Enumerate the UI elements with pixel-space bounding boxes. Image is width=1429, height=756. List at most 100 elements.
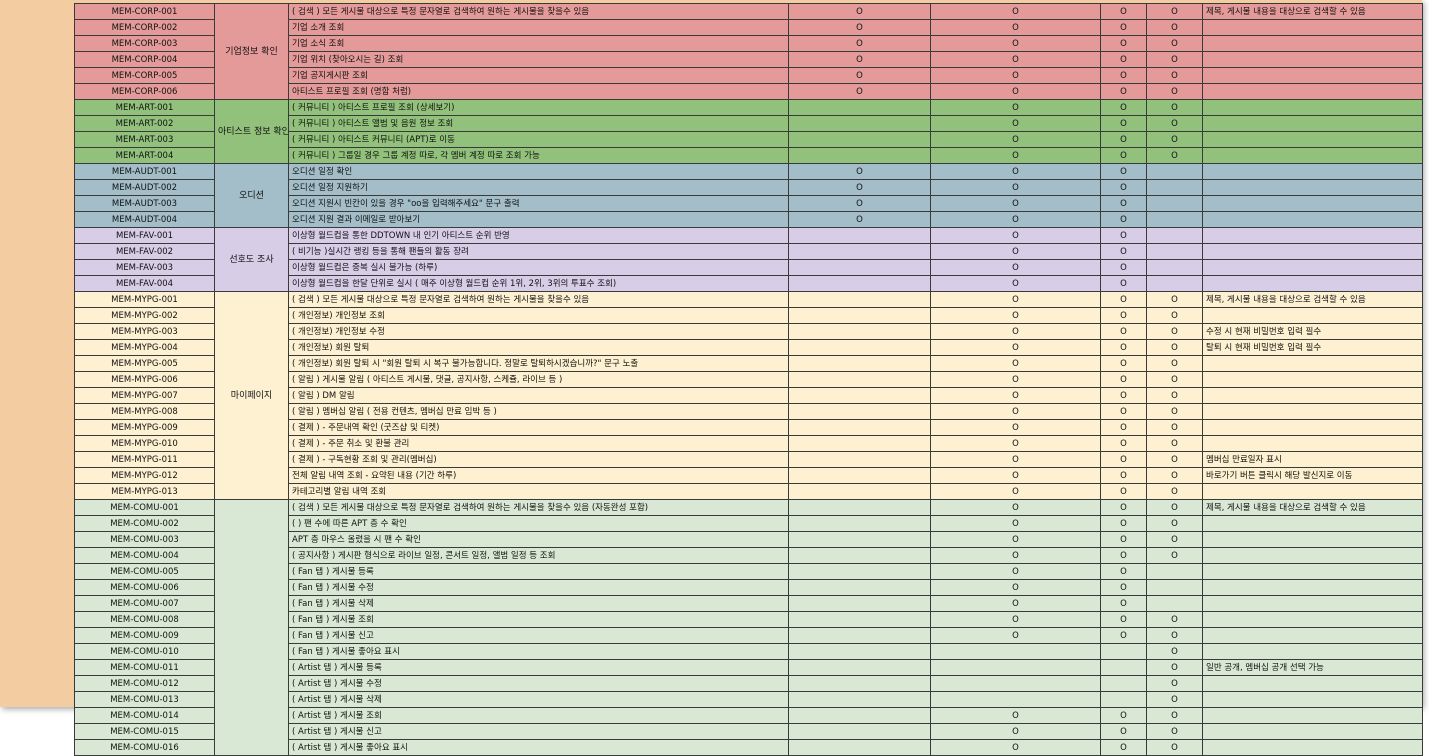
- check-cell-1[interactable]: [788, 499, 931, 516]
- description-cell[interactable]: ( 알림 ) 게시물 알림 ( 아티스트 게시물, 댓글, 공지사항, 스케쥴,…: [288, 371, 789, 388]
- description-cell[interactable]: 이상형 월드컵은 중복 실시 불가능 (하루): [288, 259, 789, 276]
- description-cell[interactable]: ( Artist 탭 ) 게시물 수정: [288, 675, 789, 692]
- requirement-id-cell[interactable]: MEM-COMU-003: [74, 531, 215, 548]
- requirement-id-cell[interactable]: MEM-COMU-016: [74, 739, 215, 756]
- check-cell-3[interactable]: O: [1100, 3, 1147, 20]
- check-cell-4[interactable]: O: [1146, 531, 1203, 548]
- check-cell-1[interactable]: [788, 355, 931, 372]
- note-cell[interactable]: [1202, 563, 1423, 580]
- check-cell-3[interactable]: O: [1100, 483, 1147, 500]
- description-cell[interactable]: 카테고리별 알림 내역 조회: [288, 483, 789, 500]
- check-cell-3[interactable]: O: [1100, 387, 1147, 404]
- description-cell[interactable]: 기업 소개 조회: [288, 19, 789, 36]
- description-cell[interactable]: ( 공지사항 ) 게시판 형식으로 라이브 일정, 콘서트 일정, 앨범 일정 …: [288, 547, 789, 564]
- check-cell-2[interactable]: O: [930, 67, 1101, 84]
- requirement-id-cell[interactable]: MEM-COMU-008: [74, 611, 215, 628]
- check-cell-4[interactable]: O: [1146, 387, 1203, 404]
- note-cell[interactable]: [1202, 547, 1423, 564]
- description-cell[interactable]: ( 커뮤니티 ) 그룹일 경우 그룹 계정 따로, 각 멤버 계정 따로 조회 …: [288, 147, 789, 164]
- note-cell[interactable]: [1202, 387, 1423, 404]
- check-cell-3[interactable]: O: [1100, 723, 1147, 740]
- check-cell-2[interactable]: O: [930, 739, 1101, 756]
- note-cell[interactable]: [1202, 531, 1423, 548]
- check-cell-2[interactable]: [930, 675, 1101, 692]
- description-cell[interactable]: ( Artist 탭 ) 게시물 삭제: [288, 691, 789, 708]
- description-cell[interactable]: 이상형 월드컵을 한달 단위로 실시 ( 매주 이상형 월드컵 순위 1위, 2…: [288, 275, 789, 292]
- note-cell[interactable]: [1202, 131, 1423, 148]
- check-cell-3[interactable]: O: [1100, 531, 1147, 548]
- requirement-id-cell[interactable]: MEM-COMU-007: [74, 595, 215, 612]
- check-cell-3[interactable]: O: [1100, 243, 1147, 260]
- check-cell-4[interactable]: O: [1146, 291, 1203, 308]
- check-cell-4[interactable]: O: [1146, 691, 1203, 708]
- check-cell-1[interactable]: [788, 275, 931, 292]
- check-cell-1[interactable]: [788, 579, 931, 596]
- check-cell-4[interactable]: O: [1146, 115, 1203, 132]
- note-cell[interactable]: [1202, 675, 1423, 692]
- check-cell-1[interactable]: [788, 515, 931, 532]
- check-cell-1[interactable]: O: [788, 35, 931, 52]
- check-cell-3[interactable]: O: [1100, 403, 1147, 420]
- check-cell-4[interactable]: O: [1146, 515, 1203, 532]
- check-cell-2[interactable]: O: [930, 147, 1101, 164]
- check-cell-1[interactable]: [788, 595, 931, 612]
- check-cell-3[interactable]: O: [1100, 499, 1147, 516]
- note-cell[interactable]: [1202, 419, 1423, 436]
- note-cell[interactable]: [1202, 595, 1423, 612]
- check-cell-3[interactable]: O: [1100, 99, 1147, 116]
- description-cell[interactable]: ( 커뮤니티 ) 아티스트 프로필 조회 (상세보기): [288, 99, 789, 116]
- check-cell-4[interactable]: O: [1146, 451, 1203, 468]
- check-cell-1[interactable]: O: [788, 3, 931, 20]
- note-cell[interactable]: [1202, 83, 1423, 100]
- description-cell[interactable]: 오디션 지원 결과 이메일로 받아보기: [288, 211, 789, 228]
- check-cell-4[interactable]: O: [1146, 499, 1203, 516]
- check-cell-3[interactable]: O: [1100, 115, 1147, 132]
- description-cell[interactable]: ( 검색 ) 모든 게시물 대상으로 특정 문자열로 검색하여 원하는 게시물을…: [288, 3, 789, 20]
- note-cell[interactable]: 제목, 게시물 내용을 대상으로 검색할 수 있음: [1202, 499, 1423, 516]
- note-cell[interactable]: 멤버십 만료일자 표시: [1202, 451, 1423, 468]
- check-cell-2[interactable]: [930, 659, 1101, 676]
- requirement-id-cell[interactable]: MEM-CORP-005: [74, 67, 215, 84]
- check-cell-4[interactable]: O: [1146, 483, 1203, 500]
- check-cell-3[interactable]: O: [1100, 435, 1147, 452]
- requirement-id-cell[interactable]: MEM-MYPG-008: [74, 403, 215, 420]
- requirement-id-cell[interactable]: MEM-MYPG-003: [74, 323, 215, 340]
- group-label-cell[interactable]: 마이페이지: [214, 291, 289, 500]
- check-cell-4[interactable]: O: [1146, 67, 1203, 84]
- check-cell-3[interactable]: O: [1100, 355, 1147, 372]
- check-cell-2[interactable]: O: [930, 467, 1101, 484]
- check-cell-1[interactable]: [788, 259, 931, 276]
- group-label-cell[interactable]: 아티스트 정보 확인: [214, 99, 289, 164]
- check-cell-4[interactable]: O: [1146, 403, 1203, 420]
- check-cell-3[interactable]: O: [1100, 19, 1147, 36]
- check-cell-4[interactable]: O: [1146, 739, 1203, 756]
- check-cell-1[interactable]: [788, 371, 931, 388]
- requirement-id-cell[interactable]: MEM-COMU-013: [74, 691, 215, 708]
- requirement-id-cell[interactable]: MEM-AUDT-004: [74, 211, 215, 228]
- check-cell-2[interactable]: O: [930, 579, 1101, 596]
- check-cell-2[interactable]: O: [930, 515, 1101, 532]
- note-cell[interactable]: [1202, 259, 1423, 276]
- check-cell-1[interactable]: O: [788, 179, 931, 196]
- description-cell[interactable]: ( 개인정보) 회원 탈퇴 시 "회원 탈퇴 시 복구 불가능합니다. 정말로 …: [288, 355, 789, 372]
- description-cell[interactable]: ( Fan 탭 ) 게시물 좋아요 표시: [288, 643, 789, 660]
- check-cell-3[interactable]: O: [1100, 131, 1147, 148]
- note-cell[interactable]: 수정 시 현재 비밀번호 입력 필수: [1202, 323, 1423, 340]
- check-cell-4[interactable]: O: [1146, 147, 1203, 164]
- note-cell[interactable]: [1202, 227, 1423, 244]
- check-cell-2[interactable]: O: [930, 307, 1101, 324]
- check-cell-4[interactable]: [1146, 227, 1203, 244]
- check-cell-4[interactable]: O: [1146, 323, 1203, 340]
- check-cell-2[interactable]: O: [930, 611, 1101, 628]
- check-cell-4[interactable]: O: [1146, 339, 1203, 356]
- check-cell-4[interactable]: O: [1146, 723, 1203, 740]
- check-cell-3[interactable]: O: [1100, 579, 1147, 596]
- check-cell-1[interactable]: [788, 307, 931, 324]
- check-cell-3[interactable]: O: [1100, 35, 1147, 52]
- check-cell-2[interactable]: O: [930, 115, 1101, 132]
- check-cell-4[interactable]: [1146, 275, 1203, 292]
- requirement-id-cell[interactable]: MEM-COMU-001: [74, 499, 215, 516]
- check-cell-4[interactable]: O: [1146, 435, 1203, 452]
- check-cell-2[interactable]: O: [930, 707, 1101, 724]
- note-cell[interactable]: [1202, 163, 1423, 180]
